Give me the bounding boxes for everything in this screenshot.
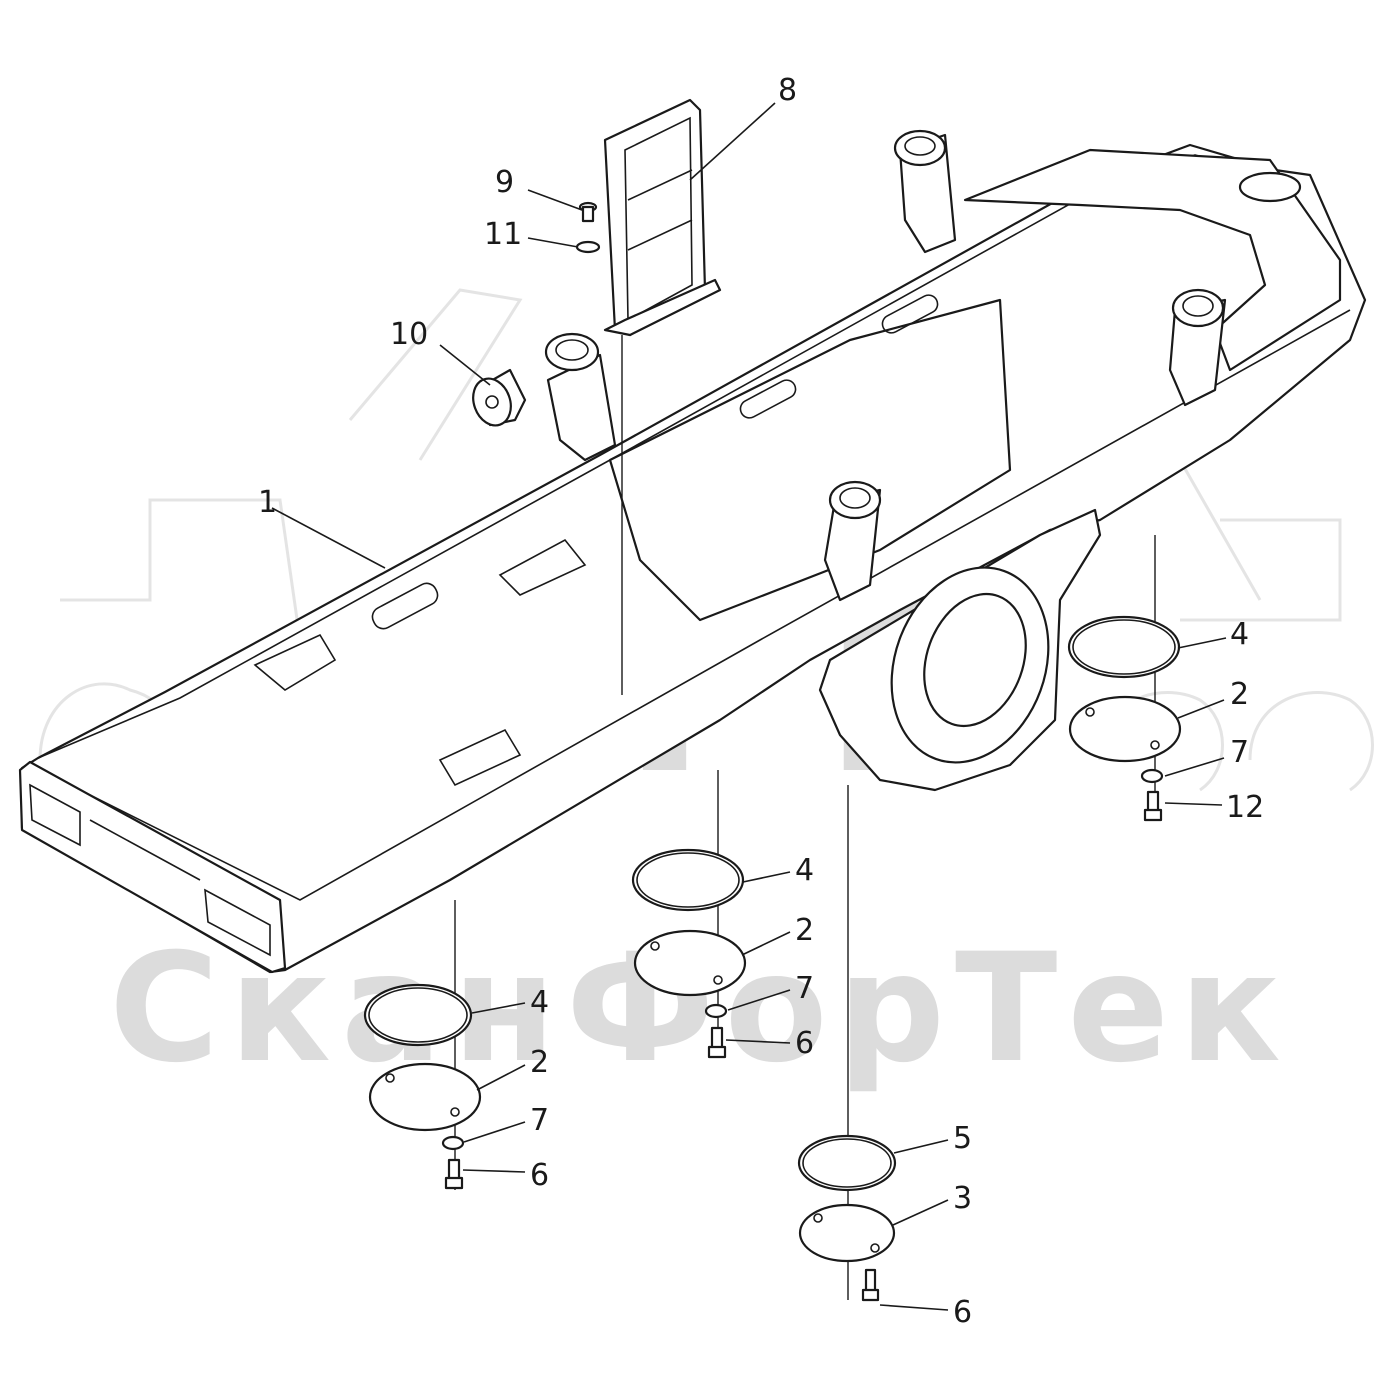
part-4-seal-ring-left xyxy=(363,983,473,1047)
part-7-washer-right xyxy=(1140,768,1164,784)
part-2-cover-left xyxy=(368,1062,482,1132)
frame-rear-section xyxy=(963,148,1342,372)
part-8-bracket xyxy=(603,98,722,695)
callout-5: 5 xyxy=(953,1121,972,1156)
roller-bracket-4 xyxy=(823,480,882,602)
leader-lines xyxy=(271,102,1227,1311)
callout-7-right: 7 xyxy=(1230,735,1249,770)
cover-assembly-middle xyxy=(631,770,747,1059)
swing-bearing-inner xyxy=(923,592,1027,728)
frame-center-section xyxy=(608,298,1012,622)
roller-bracket-1 xyxy=(544,332,617,462)
part-6-bolt-center xyxy=(864,1268,877,1294)
callout-2-right: 2 xyxy=(1230,677,1249,712)
part-2-cover-right xyxy=(1068,695,1182,763)
callout-7-left: 7 xyxy=(530,1103,549,1138)
callout-6-center: 6 xyxy=(953,1295,972,1330)
callout-10: 10 xyxy=(390,317,428,352)
callout-12: 12 xyxy=(1226,790,1264,825)
callout-7-middle: 7 xyxy=(795,971,814,1006)
part-2-cover-middle xyxy=(633,929,747,997)
roller-bracket-2 xyxy=(893,129,957,254)
rear-pivot-boss xyxy=(1238,171,1302,203)
cover-assembly-center xyxy=(797,785,897,1302)
callout-8: 8 xyxy=(778,73,797,108)
part-7-washer-left xyxy=(441,1135,465,1151)
callout-11: 11 xyxy=(484,217,522,252)
callout-1: 1 xyxy=(258,485,277,520)
part-9-bolt xyxy=(578,201,598,223)
part-7-washer-middle xyxy=(704,1003,728,1019)
part-11-washer xyxy=(575,240,601,254)
roller-bracket-3 xyxy=(1168,288,1227,407)
callout-6-left: 6 xyxy=(530,1158,549,1193)
callout-3: 3 xyxy=(953,1181,972,1216)
part-5-seal-ring xyxy=(797,1134,897,1192)
part-4-seal-ring-middle xyxy=(631,848,745,912)
callout-2-middle: 2 xyxy=(795,913,814,948)
callout-6-middle: 6 xyxy=(795,1026,814,1061)
part-10-roller xyxy=(472,368,527,427)
callout-2-left: 2 xyxy=(530,1045,549,1080)
cover-assembly-left xyxy=(363,900,482,1190)
callout-4-left: 4 xyxy=(530,985,549,1020)
callout-4-middle: 4 xyxy=(795,853,814,888)
callout-9: 9 xyxy=(495,165,514,200)
cover-assembly-right xyxy=(1067,535,1182,822)
frame-front-end xyxy=(18,760,287,974)
undercarriage-frame xyxy=(18,143,1367,974)
callout-4-right: 4 xyxy=(1230,617,1249,652)
part-3-cover xyxy=(798,1203,896,1263)
callout-labels: 1 8 9 11 10 4 2 7 12 4 2 7 6 4 2 7 6 5 3… xyxy=(258,73,1264,1330)
carrier-roller-brackets xyxy=(544,129,1227,602)
part-4-seal-ring-right xyxy=(1067,615,1181,679)
